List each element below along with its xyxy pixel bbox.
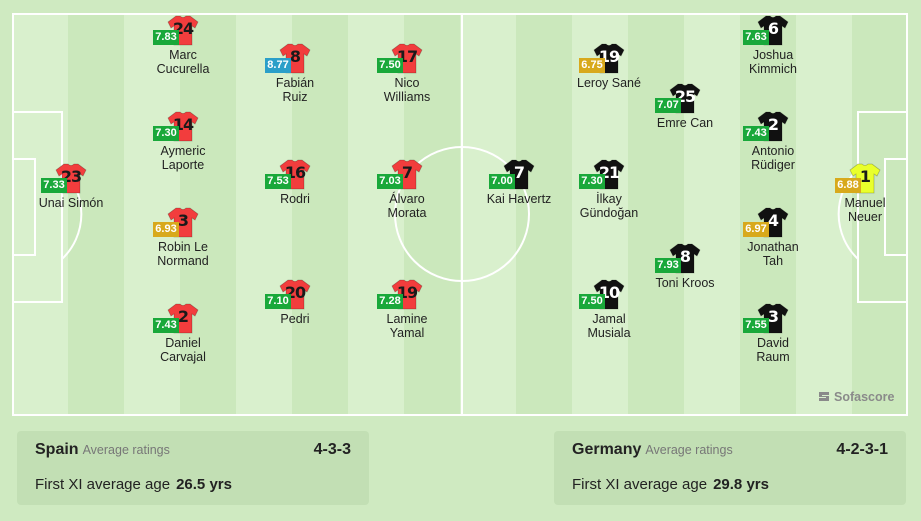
rating-badge: 7.00 xyxy=(489,174,515,189)
rating-badge: 6.93 xyxy=(153,222,179,237)
rating-badge: 7.83 xyxy=(153,30,179,45)
rating-badge: 7.28 xyxy=(377,294,403,309)
rating-badge: 7.53 xyxy=(265,174,291,189)
shirt-number: 8 xyxy=(289,47,301,66)
average-ratings-label: Average ratings xyxy=(645,443,733,457)
rating-badge: 7.43 xyxy=(153,318,179,333)
rating-badge: 7.30 xyxy=(579,174,605,189)
shirt-number: 7 xyxy=(401,163,413,182)
player-name: Unai Simón xyxy=(38,196,104,210)
player-name: Leroy Sané xyxy=(577,76,641,90)
sofascore-mark-icon xyxy=(819,392,829,401)
rating-badge: 7.50 xyxy=(579,294,605,309)
player-name: Toni Kroos xyxy=(655,276,715,290)
rating-badge: 7.55 xyxy=(743,318,769,333)
shirt-number: 4 xyxy=(767,211,779,230)
formation-spain: 4-3-3 xyxy=(313,441,351,458)
shirt-number: 8 xyxy=(679,247,691,266)
rating-badge: 7.03 xyxy=(377,174,403,189)
rating-badge: 7.07 xyxy=(655,98,681,113)
player-name: Kai Havertz xyxy=(486,192,552,206)
formation-germany: 4-2-3-1 xyxy=(836,441,888,458)
rating-badge: 6.75 xyxy=(579,58,605,73)
rating-badge: 7.50 xyxy=(377,58,403,73)
shirt-number: 2 xyxy=(767,115,779,134)
rating-badge: 6.88 xyxy=(835,178,861,193)
player-name: Rodri xyxy=(280,192,310,206)
player-name: Pedri xyxy=(280,312,310,326)
rating-badge: 6.97 xyxy=(743,222,769,237)
sofascore-logo: Sofascore xyxy=(818,390,894,408)
average-ratings-label: Average ratings xyxy=(82,443,170,457)
rating-badge: 8.77 xyxy=(265,58,291,73)
player-name: Emre Can xyxy=(656,116,714,130)
shirt-number: 2 xyxy=(177,307,189,326)
shirt-number: 7 xyxy=(513,163,525,182)
rating-badge: 7.43 xyxy=(743,126,769,141)
rating-badge: 7.10 xyxy=(265,294,291,309)
rating-badge: 7.30 xyxy=(153,126,179,141)
shirt-number: 1 xyxy=(859,167,871,186)
rating-badge: 7.93 xyxy=(655,258,681,273)
rating-badge: 7.33 xyxy=(41,178,67,193)
shirt-number: 3 xyxy=(767,307,779,326)
shirt-number: 3 xyxy=(177,211,189,230)
rating-badge: 7.63 xyxy=(743,30,769,45)
shirt-number: 6 xyxy=(767,19,779,38)
